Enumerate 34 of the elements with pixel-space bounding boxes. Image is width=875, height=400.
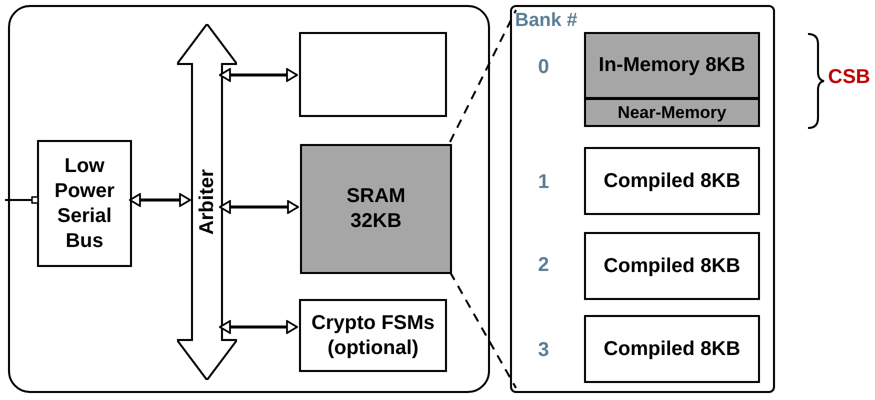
group-label: CSB (828, 65, 870, 90)
box-label: Low Power Serial Bus (53, 154, 116, 254)
memory-bank-box (584, 147, 760, 215)
box-label: In-Memory 8KB (598, 53, 746, 78)
box-label: Near-Memory (616, 102, 728, 124)
box-label: Crypto FSMs (optional) (310, 310, 436, 360)
panel-heading: Bank # (515, 9, 578, 33)
double-arrow (219, 68, 298, 82)
memory-bank-box (584, 232, 760, 300)
box-label: Compiled 8KB (602, 254, 742, 278)
processor-box (299, 32, 447, 117)
box-label: SRAM 32KB (346, 184, 406, 234)
memory-bank-box (584, 32, 760, 99)
arbiter-arrow (177, 24, 237, 380)
connector-line (449, 272, 517, 388)
double-arrow (219, 320, 298, 334)
bank-number: 3 (538, 338, 550, 363)
double-arrow (219, 200, 299, 214)
panel (8, 5, 490, 393)
memory-bank-box (584, 315, 760, 383)
connector-line (5, 196, 39, 204)
bus-box (37, 140, 132, 267)
double-arrow (129, 193, 191, 207)
near-memory-box (584, 98, 760, 127)
bank-number: 0 (538, 55, 550, 80)
arbiter-label: Arbiter (195, 169, 219, 235)
connector-line (449, 10, 517, 142)
bank-panel (510, 5, 775, 393)
crypto-box (299, 299, 447, 372)
sram-box (300, 144, 452, 274)
box-label: Compiled 8KB (602, 336, 742, 362)
bank-number: 2 (538, 253, 550, 278)
bank-number: 1 (538, 170, 550, 195)
box-label: Compiled 8KB (602, 168, 742, 194)
